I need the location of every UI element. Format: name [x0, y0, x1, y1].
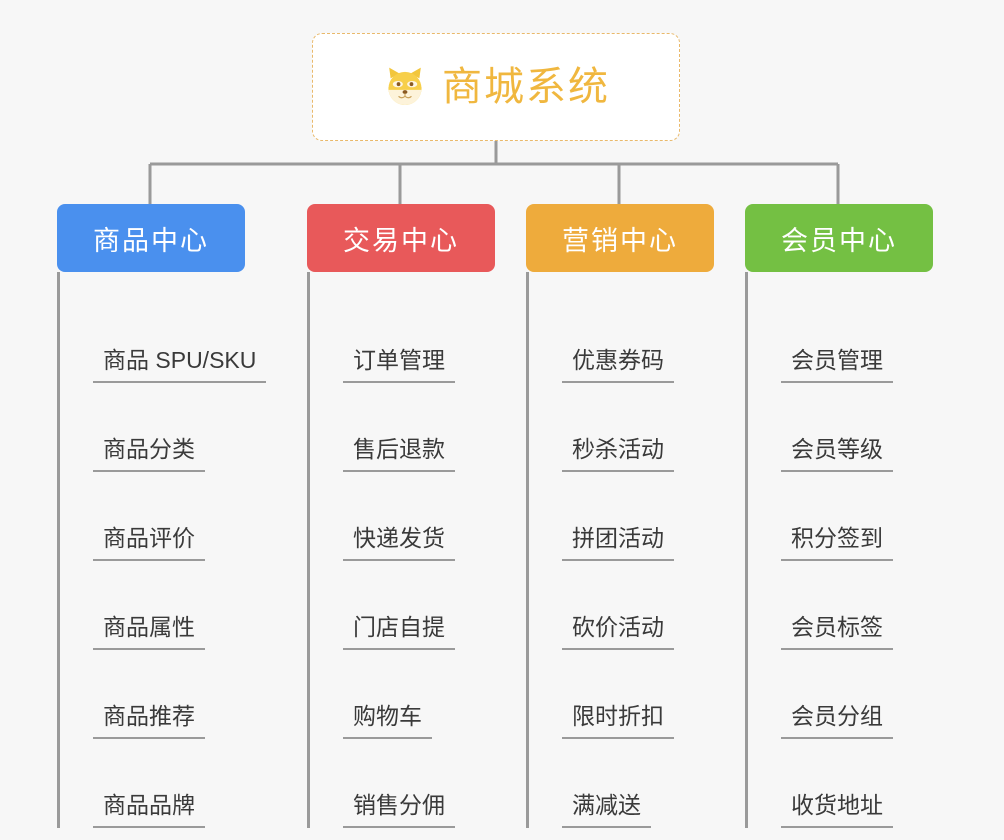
list-item-label: 售后退款 — [343, 435, 455, 472]
list-item-label: 门店自提 — [343, 613, 455, 650]
branch-header-member-center[interactable]: 会员中心 — [745, 204, 933, 272]
list-item-label: 商品品牌 — [93, 791, 205, 828]
list-item-label: 会员等级 — [781, 435, 893, 472]
list-item-label: 会员标签 — [781, 613, 893, 650]
branch-header-label: 商品中心 — [93, 225, 209, 256]
branch-header-label: 营销中心 — [562, 225, 678, 256]
branch-header-product-center[interactable]: 商品中心 — [57, 204, 245, 272]
branch-header-label: 交易中心 — [343, 225, 459, 256]
branch-column: 营销中心 优惠券码 秒杀活动 拼团活动 砍价活动 限时折扣 满减送 — [526, 204, 714, 828]
list-item-label: 会员管理 — [781, 346, 893, 383]
list-item-label: 商品评价 — [93, 524, 205, 561]
list-item-label: 拼团活动 — [562, 524, 674, 561]
list-item[interactable]: 商品品牌 — [57, 739, 245, 828]
branch-item-list: 会员管理 会员等级 积分签到 会员标签 会员分组 收货地址 — [745, 272, 933, 828]
list-item[interactable]: 收货地址 — [745, 739, 933, 828]
list-item-label: 订单管理 — [343, 346, 455, 383]
list-item[interactable]: 秒杀活动 — [526, 383, 714, 472]
list-item[interactable]: 商品分类 — [57, 383, 245, 472]
list-item-label: 满减送 — [562, 791, 651, 828]
branch-spine — [57, 272, 60, 828]
list-item-label: 销售分佣 — [343, 791, 455, 828]
list-item[interactable]: 拼团活动 — [526, 472, 714, 561]
list-item-label: 商品推荐 — [93, 702, 205, 739]
list-item[interactable]: 门店自提 — [307, 561, 495, 650]
list-item-label: 商品属性 — [93, 613, 205, 650]
list-item[interactable]: 满减送 — [526, 739, 714, 828]
branch-header-transaction-center[interactable]: 交易中心 — [307, 204, 495, 272]
list-item-label: 快递发货 — [343, 524, 455, 561]
list-item-label: 会员分组 — [781, 702, 893, 739]
branch-item-list: 优惠券码 秒杀活动 拼团活动 砍价活动 限时折扣 满减送 — [526, 272, 714, 828]
list-item[interactable]: 售后退款 — [307, 383, 495, 472]
branch-item-list: 商品 SPU/SKU 商品分类 商品评价 商品属性 商品推荐 商品品牌 — [57, 272, 267, 828]
list-item[interactable]: 商品推荐 — [57, 650, 245, 739]
list-item[interactable]: 购物车 — [307, 650, 495, 739]
list-item-label: 限时折扣 — [562, 702, 674, 739]
root-node[interactable]: 商城系统 — [312, 33, 680, 141]
branch-header-marketing-center[interactable]: 营销中心 — [526, 204, 714, 272]
list-item-label: 优惠券码 — [562, 346, 674, 383]
list-item-label: 商品分类 — [93, 435, 205, 472]
branch-column: 会员中心 会员管理 会员等级 积分签到 会员标签 会员分组 收货地址 — [745, 204, 933, 828]
list-item[interactable]: 会员分组 — [745, 650, 933, 739]
branch-spine — [526, 272, 529, 828]
list-item[interactable]: 订单管理 — [307, 294, 495, 383]
list-item[interactable]: 会员标签 — [745, 561, 933, 650]
list-item[interactable]: 会员管理 — [745, 294, 933, 383]
list-item-label: 购物车 — [343, 702, 432, 739]
list-item[interactable]: 会员等级 — [745, 383, 933, 472]
branch-header-label: 会员中心 — [781, 225, 897, 256]
branch-column: 交易中心 订单管理 售后退款 快递发货 门店自提 购物车 销售分佣 — [307, 204, 495, 828]
shiba-dog-face-icon — [388, 67, 422, 105]
list-item-label: 积分签到 — [781, 524, 893, 561]
branch-spine — [307, 272, 310, 828]
list-item[interactable]: 商品 SPU/SKU — [57, 294, 267, 383]
root-title: 商城系统 — [442, 65, 610, 109]
branch-column: 商品中心 商品 SPU/SKU 商品分类 商品评价 商品属性 商品推荐 商品品牌 — [57, 204, 267, 828]
branch-spine — [745, 272, 748, 828]
list-item[interactable]: 销售分佣 — [307, 739, 495, 828]
list-item[interactable]: 商品评价 — [57, 472, 245, 561]
branch-item-list: 订单管理 售后退款 快递发货 门店自提 购物车 销售分佣 — [307, 272, 495, 828]
list-item[interactable]: 限时折扣 — [526, 650, 714, 739]
list-item[interactable]: 优惠券码 — [526, 294, 714, 383]
list-item[interactable]: 砍价活动 — [526, 561, 714, 650]
list-item[interactable]: 积分签到 — [745, 472, 933, 561]
list-item-label: 秒杀活动 — [562, 435, 674, 472]
list-item-label: 收货地址 — [781, 791, 893, 828]
list-item-label: 砍价活动 — [562, 613, 674, 650]
list-item-label: 商品 SPU/SKU — [93, 346, 267, 383]
list-item[interactable]: 快递发货 — [307, 472, 495, 561]
list-item[interactable]: 商品属性 — [57, 561, 245, 650]
